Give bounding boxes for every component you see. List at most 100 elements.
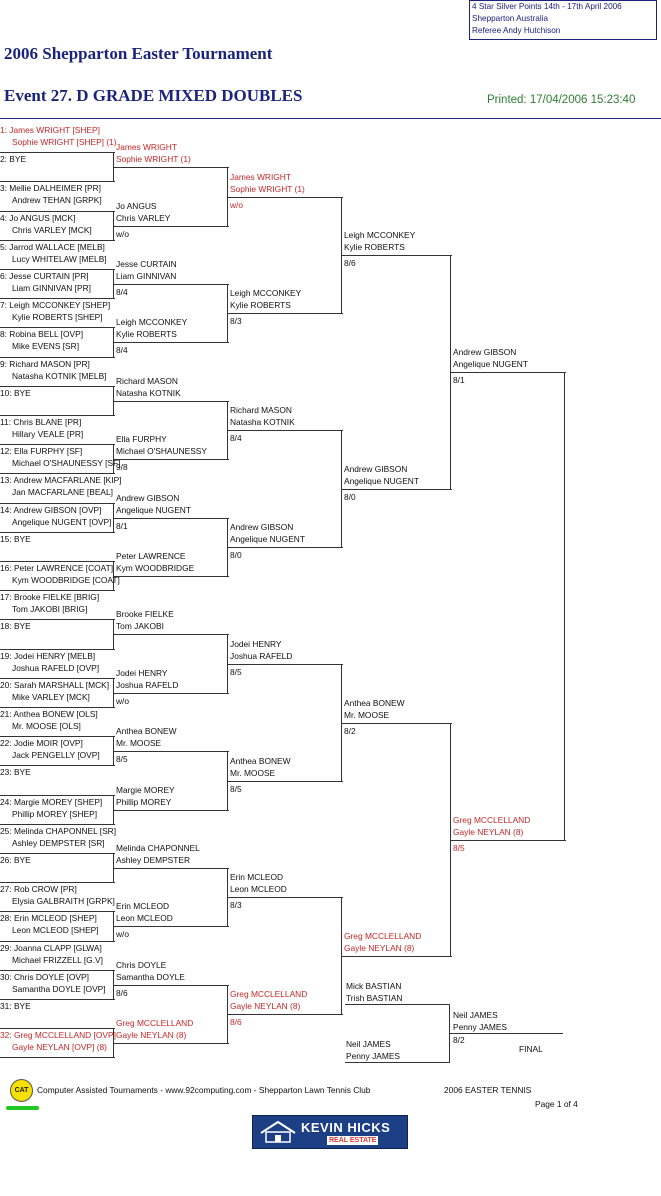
- round3-connector-7: [227, 868, 228, 927]
- draw-entry-partner-1: Sophie WRIGHT [SHEP] (1): [12, 137, 117, 147]
- round2-score-11: 8/5: [116, 754, 128, 764]
- draw-entry-24: 24: Margie MOREY [SHEP]: [0, 796, 103, 807]
- round3-line-3: [228, 430, 343, 431]
- round2-connector-13: [113, 853, 114, 883]
- round3-connector-6: [227, 751, 228, 811]
- round2-team-a-10: Jodei HENRY: [116, 668, 168, 678]
- round3-connector-2: [227, 284, 228, 343]
- round4-score-3: 8/2: [344, 726, 356, 736]
- round4-team-b-1: Kylie ROBERTS: [344, 242, 405, 252]
- round5-line-2: [451, 840, 566, 841]
- round2-line-14: [114, 926, 229, 927]
- round5-score-2: 8/5: [453, 843, 465, 853]
- draw-line-12: [0, 473, 115, 474]
- round2-connector-4: [113, 327, 114, 358]
- draw-entry-22: 22: Jodie MOIR [OVP]: [0, 738, 83, 749]
- draw-entry-30: 30: Chris DOYLE [OVP]: [0, 971, 89, 982]
- round3-score-8: 8/6: [230, 1017, 242, 1027]
- draw-entry-14: 14: Andrew GIBSON [OVP]: [0, 504, 102, 515]
- draw-entry-21: 21: Anthea BONEW [OLS]: [0, 709, 98, 719]
- round2-team-b-2: Chris VARLEY: [116, 213, 171, 223]
- page-number: Page 1 of 4: [535, 1099, 578, 1109]
- round3-team-b-5: Joshua RAFELD: [230, 651, 293, 661]
- round4-team-b-4: Gayle NEYLAN (8): [344, 943, 415, 953]
- draw-line-9: [0, 386, 115, 387]
- round3-line-8: [228, 1014, 343, 1015]
- playoff-winner-score: 8/2: [453, 1035, 465, 1045]
- round3-team-b-1: Sophie WRIGHT (1): [230, 184, 305, 194]
- round3-line-7: [228, 897, 343, 898]
- sponsor-logo: KEVIN HICKS REAL ESTATE: [252, 1115, 408, 1149]
- draw-line-5: [0, 269, 115, 270]
- round2-team-a-16: Greg MCCLELLAND: [116, 1018, 194, 1028]
- round3-team-a-7: Erin MCLEOD: [230, 872, 284, 882]
- draw-entry-16: 16: Peter LAWRENCE [COAT]: [0, 563, 114, 573]
- info-line-dates: 4 Star Silver Points 14th - 17th April 2…: [472, 2, 622, 11]
- round2-line-7: [114, 518, 229, 519]
- draw-line-16: [0, 590, 115, 591]
- round2-line-5: [114, 401, 229, 402]
- round5-connector-1: [450, 255, 451, 490]
- playoff-team1-b: Trish BASTIAN: [346, 993, 403, 1003]
- draw-entry-13: 13: Andrew MACFARLANE [KIP]: [0, 475, 122, 486]
- draw-entry-6: 6: Jesse CURTAIN [PR]: [0, 271, 89, 281]
- draw-line-31: [0, 1028, 115, 1029]
- round2-team-b-9: Tom JAKOBI: [116, 621, 164, 631]
- draw-line-3: [0, 211, 115, 212]
- draw-line-15: [0, 561, 115, 562]
- draw-line-14: [0, 532, 115, 533]
- round3-line-2: [228, 313, 343, 314]
- round3-connector-5: [227, 634, 228, 694]
- draw-entry-12: 12: Ella FURPHY [SF]: [0, 446, 83, 457]
- round2-connector-11: [113, 736, 114, 766]
- round2-line-6: [114, 459, 229, 460]
- round3-team-a-8: Greg MCCLELLAND: [230, 989, 308, 999]
- draw-entry-partner-7: Kylie ROBERTS [SHEP]: [12, 312, 103, 323]
- round3-team-a-1: James WRIGHT: [230, 172, 291, 182]
- draw-line-18: [0, 649, 115, 650]
- sponsor-name: KEVIN HICKS: [301, 1120, 391, 1135]
- event-title: Event 27. D GRADE MIXED DOUBLES: [4, 86, 303, 105]
- round3-connector-8: [227, 985, 228, 1044]
- round3-team-b-4: Angelique NUGENT: [230, 534, 305, 544]
- draw-entry-27: 27: Rob CROW [PR]: [0, 884, 77, 895]
- round4-connector-1: [341, 197, 342, 314]
- round2-connector-5: [113, 386, 114, 416]
- info-line-referee: Referee Andy Hutchison: [472, 26, 561, 35]
- round5-team-b-1: Angelique NUGENT: [453, 359, 528, 369]
- round5-line-1: [451, 372, 566, 373]
- round2-line-9: [114, 634, 229, 635]
- draw-entry-28: 28: Erin MCLEOD [SHEP]: [0, 913, 97, 924]
- round2-score-2: w/o: [116, 229, 130, 239]
- draw-entry-partner-9: Natasha KOTNIK [MELB]: [12, 370, 107, 381]
- draw-entry-partner-5: Lucy WHITELAW [MELB]: [12, 253, 107, 264]
- round2-team-a-12: Margie MOREY: [116, 785, 175, 795]
- round2-line-12: [114, 810, 229, 811]
- round4-line-2: [342, 489, 452, 490]
- round2-team-b-10: Joshua RAFELD: [116, 680, 179, 690]
- draw-entry-partner-19: Joshua RAFELD [OVP]: [12, 662, 100, 673]
- round2-team-b-16: Gayle NEYLAN (8): [116, 1030, 187, 1040]
- round4-team-a-1: Leigh MCCONKEY: [344, 230, 416, 240]
- draw-entry-partner-13: Jan MACFARLANE [BEAL]: [12, 487, 114, 498]
- round5-team-a-2: Greg MCCLELLAND: [453, 815, 531, 825]
- round2-team-b-15: Samantha DOYLE: [116, 972, 185, 982]
- draw-line-29: [0, 970, 115, 971]
- round4-score-1: 8/6: [344, 258, 356, 268]
- draw-line-13: [0, 503, 115, 504]
- draw-line-11: [0, 444, 115, 445]
- round5-connector-2: [450, 723, 451, 957]
- draw-entry-partner-21: Mr. MOOSE [OLS]: [12, 721, 81, 731]
- playoff-team2-b: Penny JAMES: [346, 1051, 400, 1061]
- round2-team-b-7: Angelique NUGENT: [116, 505, 191, 515]
- round2-score-14: w/o: [116, 929, 130, 939]
- round3-line-6: [228, 781, 343, 782]
- draw-entry-partner-17: Tom JAKOBI [BRIG]: [12, 604, 88, 615]
- draw-entry-23: 23: BYE: [0, 767, 31, 778]
- playoff-line-bottom: [345, 1062, 450, 1063]
- draw-line-4: [0, 240, 115, 241]
- round5-team-a-1: Andrew GIBSON: [453, 347, 517, 357]
- draw-entry-2: 2: BYE: [0, 154, 27, 165]
- round2-team-b-4: Kylie ROBERTS: [116, 329, 177, 339]
- round2-team-b-14: Leon MCLEOD: [116, 913, 173, 923]
